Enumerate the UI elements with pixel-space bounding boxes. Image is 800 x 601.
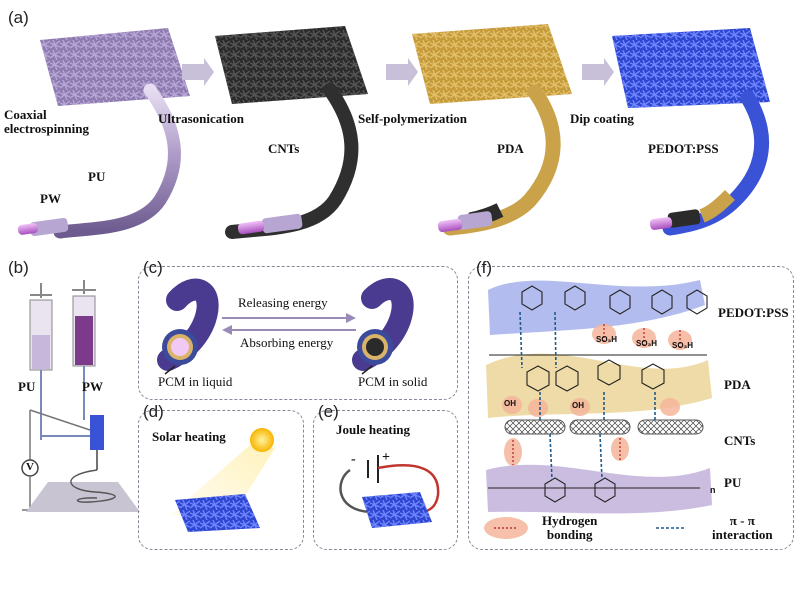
- label-self-polymerization: Self-polymerization: [358, 111, 468, 126]
- panel-f-box: [468, 266, 794, 550]
- label-solar-heating: Solar heating: [152, 429, 226, 444]
- panel-label-d: (d): [143, 402, 164, 421]
- arrow-1: [182, 58, 214, 86]
- label-pw-a: PW: [40, 191, 61, 206]
- electrospinning-setup: [21, 280, 140, 512]
- panel-c-box: [138, 266, 458, 400]
- interface-schematic: [484, 280, 712, 539]
- panel-label-c: (c): [143, 258, 163, 277]
- panel-label-e: (e): [318, 402, 339, 421]
- label-dip-coating: Dip coating: [570, 111, 634, 126]
- label-pu-b: PU: [18, 379, 36, 394]
- label-coaxial-electrospinning: Coaxial electrospinning: [4, 107, 89, 137]
- voltage-source-label: V: [26, 461, 34, 473]
- label-so3h-1: SO₃H: [596, 335, 618, 344]
- label-oh-2: OH: [572, 401, 584, 410]
- label-pu-a: PU: [88, 169, 106, 184]
- panel-label-b: (b): [8, 258, 29, 277]
- label-pw-b: PW: [82, 379, 103, 394]
- label-cnts-a: CNTs: [268, 141, 300, 156]
- pcm-cycle: [157, 278, 414, 375]
- solar-illustration: [170, 428, 275, 532]
- label-pda-f: PDA: [724, 377, 751, 392]
- label-pedot-a: PEDOT:PSS: [648, 141, 719, 156]
- label-cnts-f: CNTs: [724, 433, 756, 448]
- panel-label-f: (f): [476, 258, 493, 277]
- label-pu-f: PU: [724, 475, 742, 490]
- mesh-pedot: [612, 28, 770, 236]
- mesh-pu: [17, 28, 190, 239]
- label-absorbing-energy: Absorbing energy: [240, 335, 334, 350]
- label-minus: -: [351, 452, 356, 467]
- sun-icon: [250, 428, 274, 452]
- legend-hydrogen-bonding: Hydrogen bonding: [542, 513, 598, 543]
- label-releasing-energy: Releasing energy: [238, 295, 328, 310]
- label-pedot-f: PEDOT:PSS: [718, 305, 789, 320]
- legend-pi-pi-interaction: π - π interaction: [712, 513, 773, 543]
- arrow-2: [386, 58, 418, 86]
- label-so3h-3: SO₃H: [672, 341, 694, 350]
- label-so3h-2: SO₃H: [636, 339, 658, 348]
- label-pcm-liquid: PCM in liquid: [158, 374, 233, 389]
- mesh-cnts: [215, 26, 368, 239]
- panel-d-box: [138, 410, 304, 550]
- label-n-subscript: n: [710, 485, 716, 495]
- panel-e-box: [313, 410, 458, 550]
- label-pcm-solid: PCM in solid: [358, 374, 428, 389]
- mesh-pda: [412, 24, 572, 236]
- arrow-3: [582, 58, 614, 86]
- label-joule-heating: Joule heating: [336, 422, 411, 437]
- panel-label-a: (a): [8, 8, 29, 27]
- label-pda-a: PDA: [497, 141, 524, 156]
- label-plus: +: [382, 450, 390, 465]
- label-oh-1: OH: [504, 399, 516, 408]
- label-ultrasonication: Ultrasonication: [158, 111, 244, 126]
- joule-illustration: [339, 455, 440, 528]
